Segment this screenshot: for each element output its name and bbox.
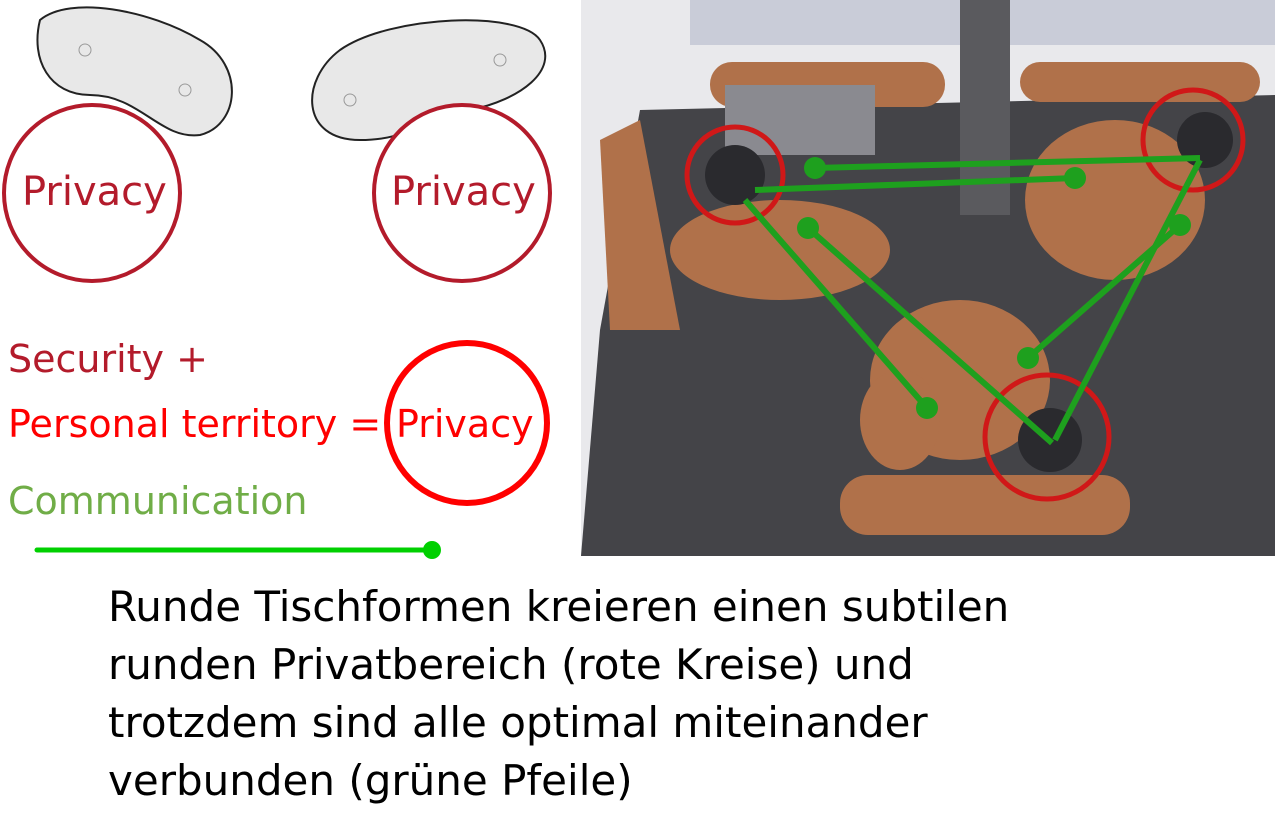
personal-territory-label: Personal territory =	[8, 402, 382, 446]
caption-line: verbunden (grüne Pfeile)	[108, 756, 633, 805]
caption-line: Runde Tischformen kreieren einen subtile…	[108, 582, 1010, 631]
desk-left-icon	[36, 6, 233, 137]
privacy-zone-3	[982, 372, 1112, 502]
desk-right-icon	[311, 19, 547, 142]
privacy-circle-right	[372, 103, 552, 283]
security-label: Security +	[8, 337, 208, 381]
communication-label: Communication	[8, 479, 308, 523]
communication-dot	[423, 541, 441, 559]
office-photo	[581, 0, 1275, 556]
caption-line: trotzdem sind alle optimal miteinander	[108, 698, 928, 747]
caption-line: runden Privatbereich (rote Kreise) und	[108, 640, 914, 689]
privacy-diagram	[2, 6, 552, 559]
privacy-zone-2	[1140, 87, 1246, 193]
communication-arrows	[742, 155, 1203, 446]
privacy-circle-equation	[384, 340, 550, 506]
privacy-zone-1	[684, 124, 786, 226]
privacy-circle-left	[2, 103, 182, 283]
privacy-label-right: Privacy	[391, 169, 536, 215]
caption: Runde Tischformen kreieren einen subtile…	[108, 578, 1009, 810]
privacy-label-equation: Privacy	[396, 402, 534, 446]
privacy-label-left: Privacy	[22, 169, 167, 215]
